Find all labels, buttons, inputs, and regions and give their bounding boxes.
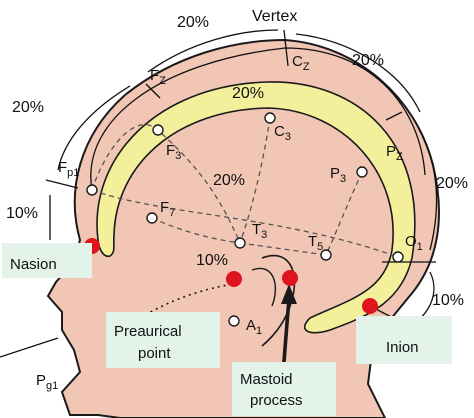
- scalp-ruler-line: [90, 47, 426, 191]
- lower-dashed-line: [151, 217, 241, 244]
- electrode-fp1: [86, 184, 98, 196]
- fz-tick: [145, 83, 161, 99]
- t3-label: T3: [252, 221, 267, 241]
- cz-label: CZ: [292, 53, 310, 73]
- mastoid-label-line2: process: [250, 392, 303, 409]
- mastoid-arrowhead: [281, 284, 297, 304]
- fp1-label: Fp1: [58, 159, 79, 179]
- parietal-dashed-line: [325, 171, 363, 256]
- pct-left-upper: 20%: [12, 99, 44, 116]
- pct-right-low: 10%: [432, 292, 464, 309]
- pz-tick: [385, 111, 403, 121]
- pz-label: PZ: [386, 143, 403, 163]
- landmark-inion: [362, 298, 378, 314]
- mastoid-label-line1: Mastoid: [240, 371, 293, 388]
- pct-top-left: 20%: [177, 14, 209, 31]
- fz-label: FZ: [150, 67, 166, 87]
- brain-cortex-band: [96, 81, 416, 334]
- vertex-label: Vertex: [252, 8, 297, 25]
- electrode-o1: [392, 251, 404, 263]
- electrode-c3: [264, 112, 276, 124]
- pct-inner-top: 20%: [232, 85, 264, 102]
- midline-dashed-line: [91, 189, 399, 258]
- temporal-dashed-line: [239, 242, 327, 256]
- pct-top-right: 20%: [352, 52, 384, 69]
- arc-left-upper: [57, 85, 131, 171]
- arc-right-mid: [419, 129, 438, 251]
- electrode-f7: [146, 212, 158, 224]
- preauricular-label-line1: Preaurical: [114, 323, 182, 340]
- electrode-a1: [228, 315, 240, 327]
- preauricular-label-line2: point: [138, 345, 171, 362]
- f3-label: F3: [166, 142, 181, 162]
- pct-center: 20%: [213, 172, 245, 189]
- arc-top-right: [295, 33, 421, 113]
- arc-top-left: [147, 29, 279, 73]
- landmark-preauricular: [226, 271, 242, 287]
- preauricular-pointer: [139, 284, 229, 319]
- pct-right-mid: 20%: [436, 175, 468, 192]
- mastoid-arrow: [281, 297, 291, 375]
- nasion-label-box: [2, 243, 92, 278]
- mastoid-label-box: [232, 362, 336, 416]
- pg1-pointer-line: [0, 337, 59, 358]
- a1-label: A1: [246, 317, 262, 337]
- nasion-label: Nasion: [10, 256, 57, 273]
- o1-label: O1: [405, 233, 423, 253]
- fp1-tick: [45, 179, 79, 189]
- t5-label: T5: [308, 233, 323, 253]
- inion-label-box: [356, 316, 452, 364]
- c3-label: C3: [274, 123, 291, 143]
- p3-label: P3: [330, 165, 346, 185]
- electrode-f3: [152, 124, 164, 136]
- pct-ear: 10%: [196, 252, 228, 269]
- f7-label: F7: [160, 199, 175, 219]
- inion-label: Inion: [386, 339, 419, 356]
- preauricular-label-box: [106, 312, 220, 368]
- electrode-t3: [234, 237, 246, 249]
- electrode-p3: [356, 166, 368, 178]
- pg1-label: Pg1: [36, 372, 58, 392]
- landmark-mastoid: [282, 270, 298, 286]
- pct-left-low: 10%: [6, 205, 38, 222]
- electrode-t5: [320, 249, 332, 261]
- vertex-tick: [283, 29, 289, 67]
- ear-inner: [251, 267, 276, 307]
- coronal-dashed-line: [239, 117, 271, 244]
